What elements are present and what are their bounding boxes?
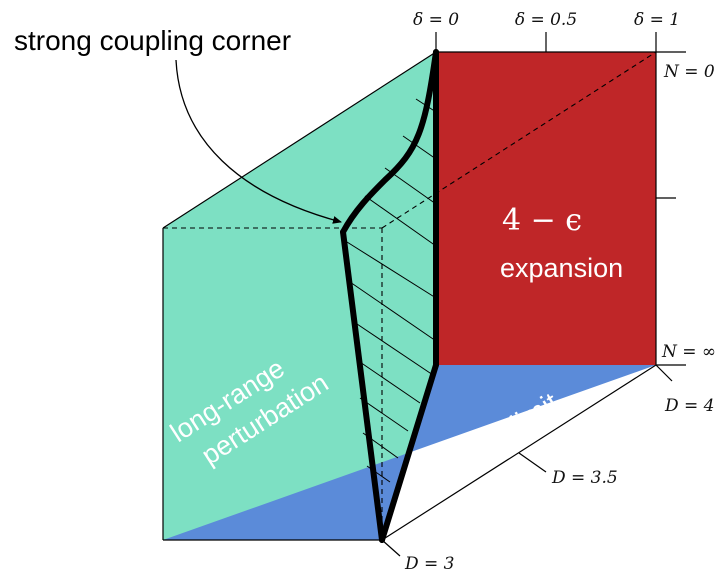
thick-boundary [340, 49, 439, 543]
epsilon-expansion-region [436, 52, 656, 365]
hatching [346, 98, 437, 483]
n-label-0: N = 0 [663, 62, 715, 82]
strong-coupling-label: strong coupling corner [14, 25, 291, 56]
delta-label-1: δ = 1 [634, 10, 680, 30]
delta-label-0-5: δ = 0.5 [515, 10, 577, 30]
strong-coupling-arrow [175, 59, 342, 224]
delta-label-0: δ = 0 [413, 10, 459, 30]
tick-marks [381, 32, 686, 557]
expansion-label: expansion [500, 253, 623, 283]
epsilon-math-label: 4 − ϵ [502, 203, 582, 238]
d-label-3: D = 3 [404, 554, 455, 574]
d-label-4: D = 4 [664, 396, 715, 416]
d-label-3-5: D = 3.5 [551, 468, 618, 488]
n-label-infinity: N = ∞ [661, 342, 716, 362]
